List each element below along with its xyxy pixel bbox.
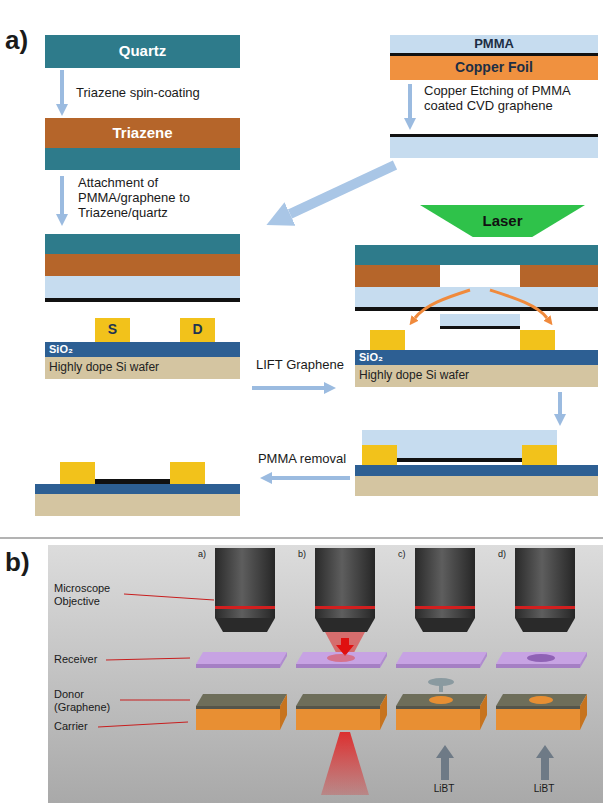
step-note: Triazene spin-coating: [76, 86, 200, 101]
node-text: S: [108, 322, 117, 337]
process-arrow: [272, 478, 350, 479]
step-a: [196, 548, 287, 730]
step-letter: b): [298, 549, 318, 559]
node-text: Highly dope Si wafer: [49, 361, 159, 374]
laser-shape: [420, 205, 585, 237]
transferred-stack: [355, 430, 598, 496]
assembled-stack: [45, 234, 240, 302]
part-label: Receiver: [54, 653, 114, 666]
libt-scene: [48, 545, 603, 803]
step-letter: d): [498, 549, 518, 559]
part-label: Carrier: [54, 720, 104, 733]
step-b: [296, 548, 387, 795]
panel-letter: a): [5, 26, 45, 56]
step-c: [396, 548, 487, 780]
step-d: [496, 548, 587, 780]
process-arrow: [560, 392, 561, 414]
part-label: Donor (Graphene): [54, 688, 120, 713]
triazene-stack: [45, 148, 240, 170]
wafer-band: Highly dope Si wafer: [45, 357, 240, 379]
lift-stack: [355, 245, 598, 350]
drain-electrode: D: [180, 318, 215, 342]
libt-label: LiBT: [424, 783, 464, 795]
node-text: Quartz: [119, 43, 167, 60]
node-text: Copper Foil: [455, 60, 533, 75]
part-label: Microscope Objective: [54, 582, 122, 607]
final-device: [35, 462, 240, 516]
quartz-slab: Quartz: [45, 35, 240, 68]
libt-label: LiBT: [524, 783, 564, 795]
process-arrow: [410, 84, 411, 118]
triazene-layer: Triazene: [45, 118, 240, 148]
step-note: Copper Etching of PMMA coated CVD graphe…: [424, 84, 599, 114]
step-note: LIFT Graphene: [250, 358, 350, 373]
node-text: SiO₂: [49, 343, 73, 355]
etched-stack: [390, 134, 598, 158]
copper-foil: Copper Foil: [390, 56, 598, 80]
step-letter: c): [398, 549, 418, 559]
node-text: Highly dope Si wafer: [359, 369, 469, 382]
process-arrow: [62, 176, 63, 214]
panel-letter: b): [5, 548, 45, 578]
node-text: SiO₂: [359, 351, 383, 363]
oxide-band: SiO₂: [45, 342, 240, 357]
source-electrode: S: [95, 318, 130, 342]
panel-divider: [0, 537, 603, 539]
node-text: Laser: [482, 213, 522, 230]
node-text: D: [192, 322, 202, 337]
laser-beam: Laser: [420, 205, 585, 237]
process-arrow: [60, 70, 64, 104]
node-text: Triazene: [112, 125, 172, 142]
step-note: PMMA removal: [252, 452, 352, 467]
process-arrow: [290, 165, 395, 214]
process-arrow: [252, 388, 324, 389]
wafer-band: Highly dope Si wafer: [355, 365, 598, 387]
oxide-band: SiO₂: [355, 350, 598, 365]
pmma-layer: PMMA: [390, 35, 598, 53]
step-letter: a): [198, 549, 218, 559]
step-note: Attachment of PMMA/graphene to Triazene/…: [78, 176, 243, 221]
node-text: PMMA: [474, 37, 514, 51]
